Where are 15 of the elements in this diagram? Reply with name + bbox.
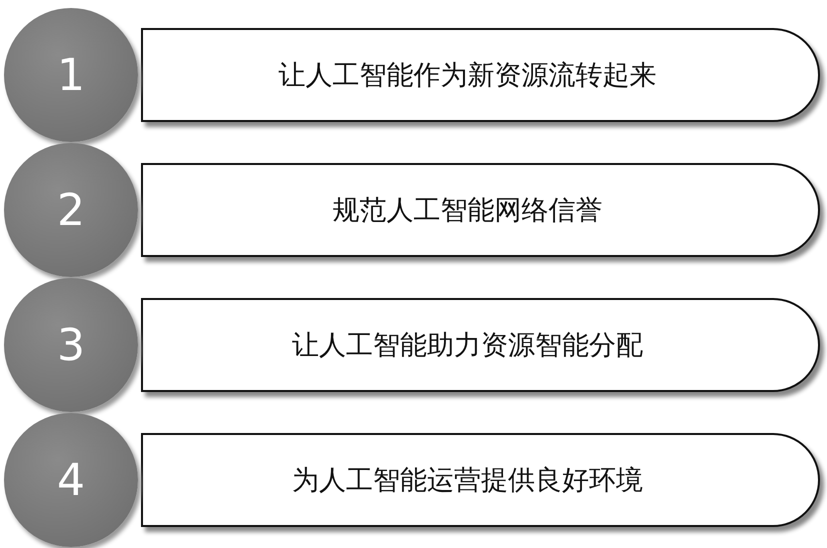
item-banner	[141, 298, 820, 392]
step-number: 2	[57, 184, 85, 236]
number-circle	[4, 143, 138, 277]
item-text: 规范人工智能网络信誉	[332, 194, 604, 228]
step-number: 4	[57, 454, 85, 506]
item-banner	[141, 163, 820, 257]
step-number: 3	[57, 320, 85, 370]
number-circle	[4, 278, 138, 412]
item-text: 让人工智能助力资源智能分配	[291, 329, 644, 363]
step-number: 1	[57, 50, 85, 100]
item-banner	[141, 433, 820, 527]
number-circle	[4, 413, 138, 547]
item-text: 为人工智能运营提供良好环境	[291, 464, 644, 498]
item-text: 让人工智能作为新资源流转起来	[278, 59, 658, 93]
item-banner	[141, 28, 820, 122]
